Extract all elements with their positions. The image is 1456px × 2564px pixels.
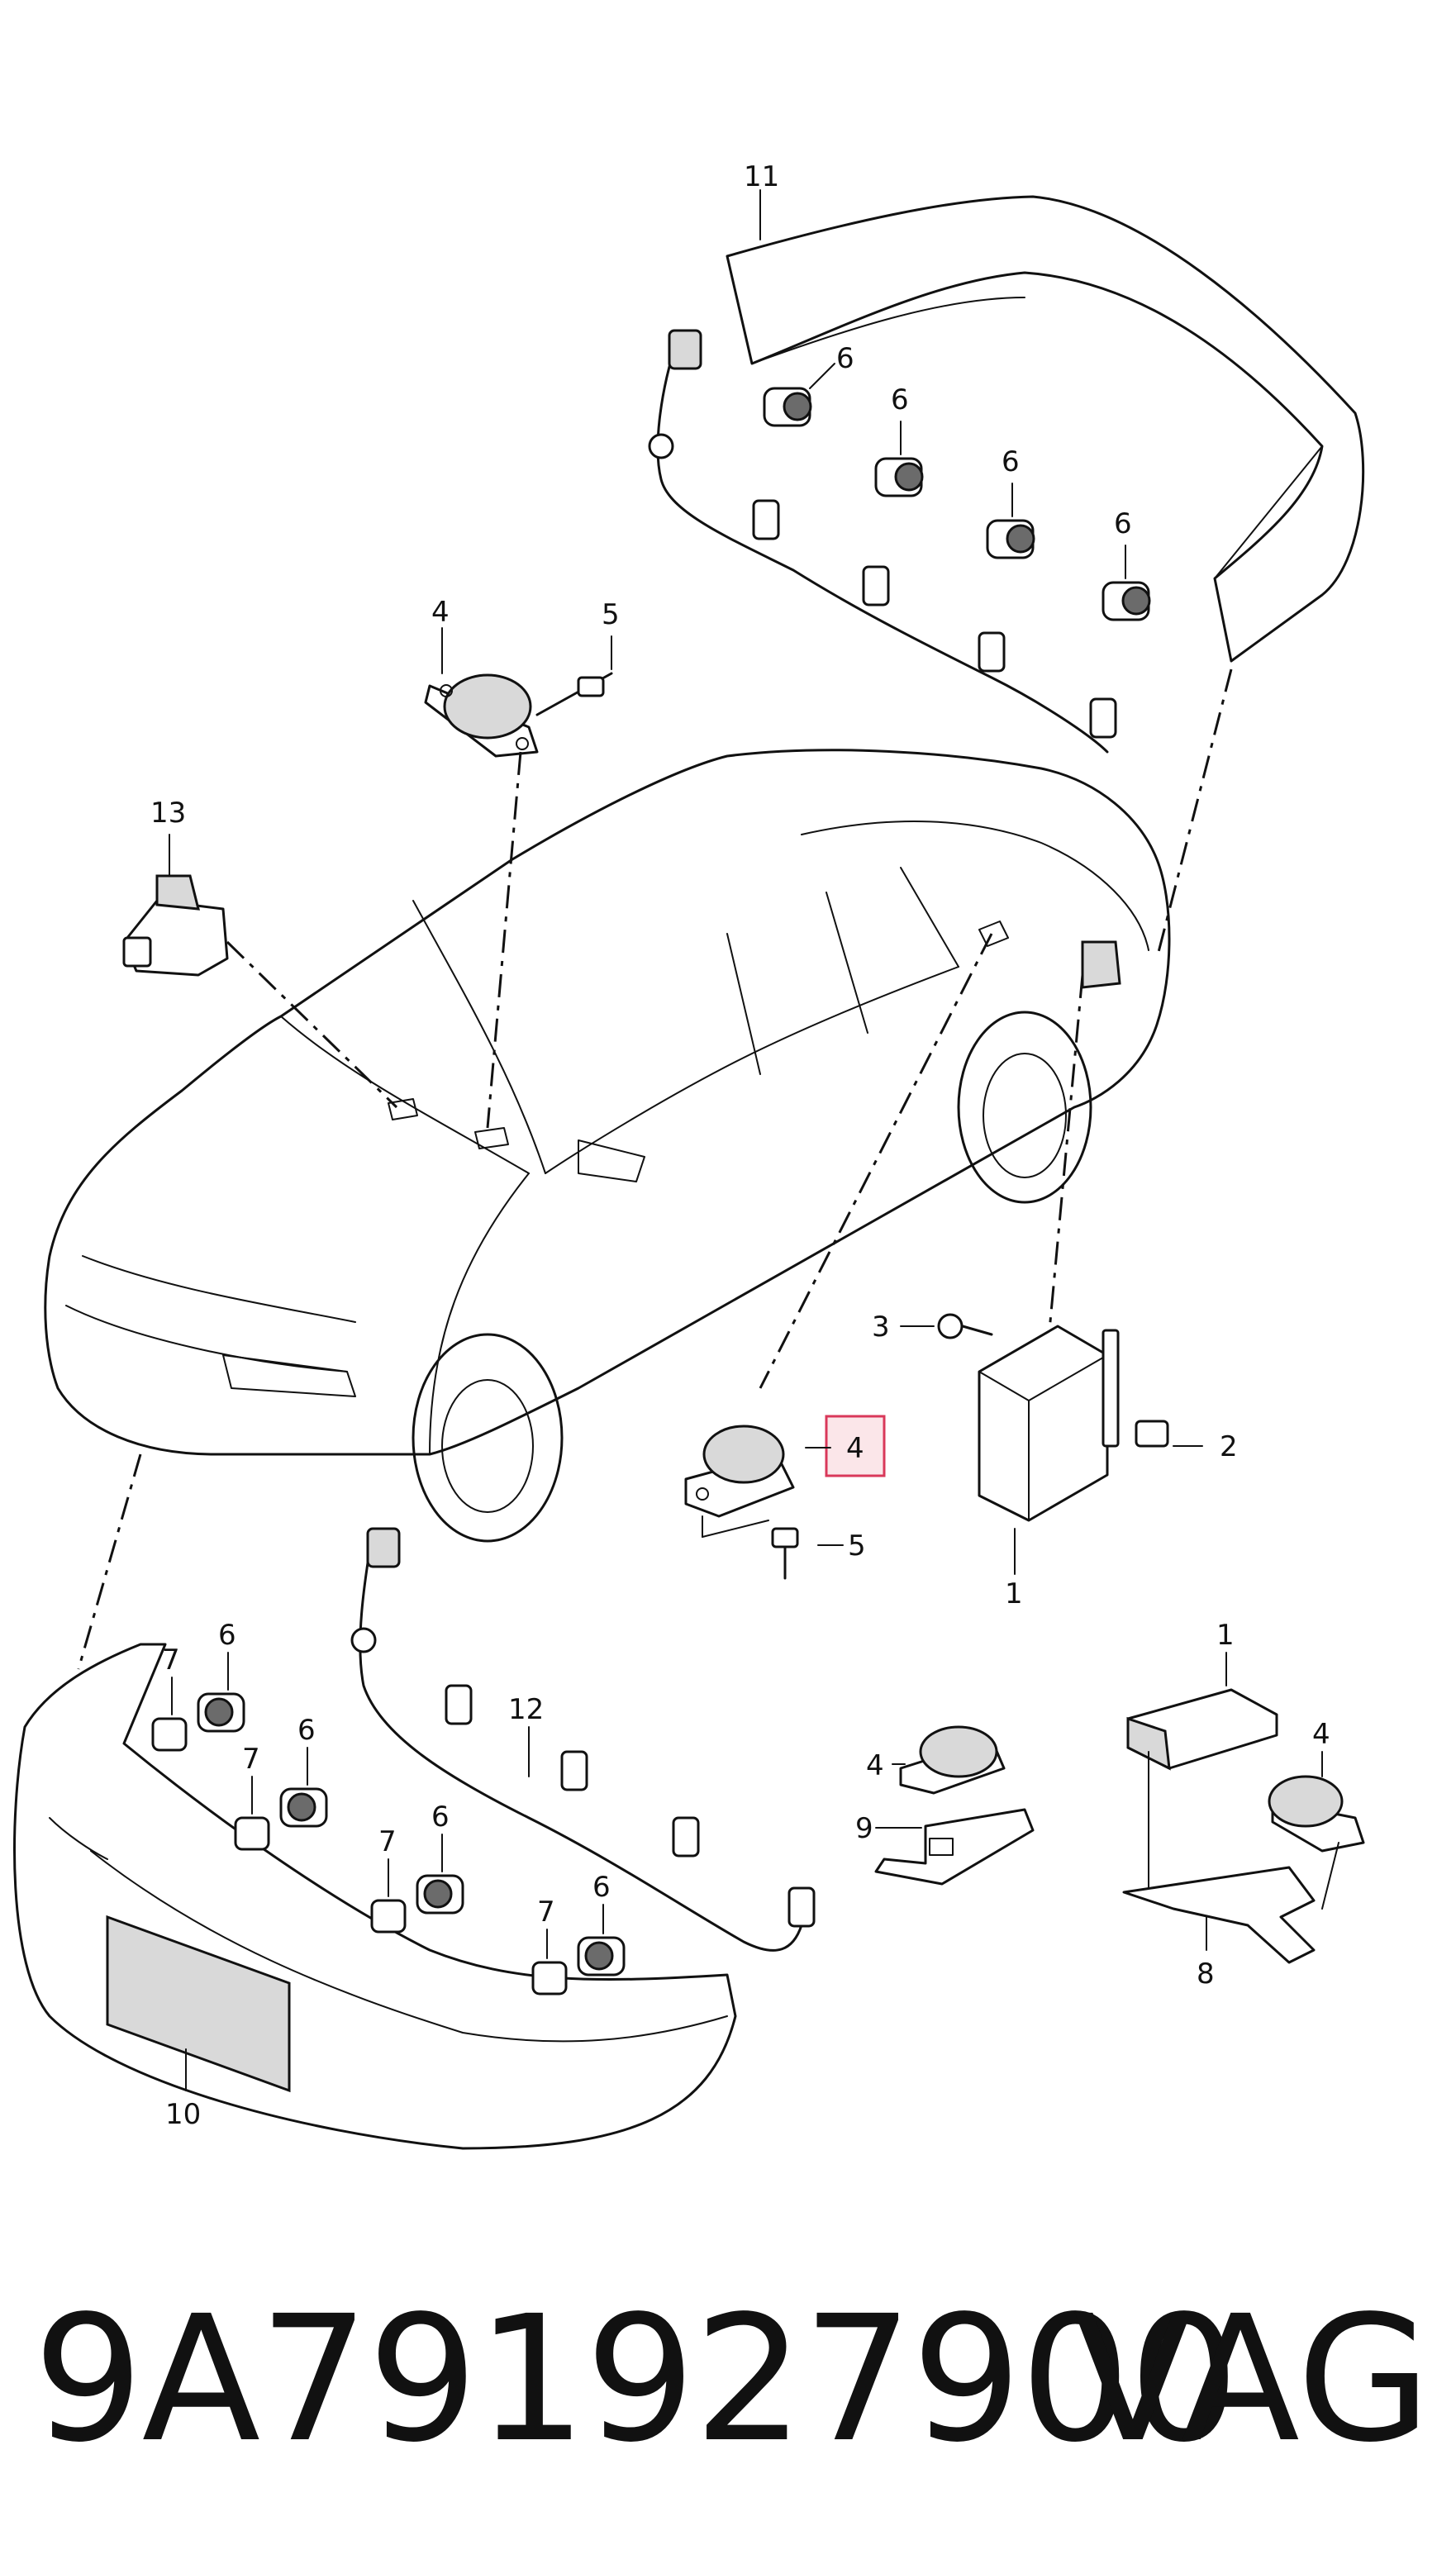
- callout-4-mid: 4: [846, 1432, 864, 1465]
- connector-2[interactable]: [1135, 1420, 1169, 1448]
- front-clip-d[interactable]: [531, 1961, 568, 1996]
- bolt-top[interactable]: [535, 672, 613, 716]
- rear-bumper[interactable]: [726, 195, 1365, 663]
- rear-sensor-c[interactable]: [986, 519, 1035, 559]
- callout-4-top: 4: [431, 596, 450, 629]
- part-number: 9A791927900: [33, 2278, 1240, 2481]
- callout-9: 9: [855, 1812, 873, 1845]
- bolt-mid[interactable]: [771, 1527, 799, 1580]
- callout-4-bracket9: 4: [866, 1749, 884, 1782]
- footer: 9A791927900 VAG: [0, 2264, 1456, 2512]
- callout-5-mid: 5: [848, 1529, 866, 1563]
- rear-sensor-b[interactable]: [874, 457, 924, 497]
- rear-wiring-harness[interactable]: [648, 329, 1117, 754]
- buzzer-top[interactable]: [424, 673, 539, 758]
- front-sensor-a[interactable]: [197, 1692, 245, 1733]
- buzzer-bracket-9[interactable]: [899, 1725, 1006, 1795]
- control-unit-1[interactable]: [978, 1325, 1120, 1522]
- callout-3: 3: [872, 1311, 890, 1344]
- front-sensor-b[interactable]: [279, 1787, 328, 1828]
- callout-10: 10: [165, 2098, 201, 2131]
- callout-1-unit: 1: [1005, 1577, 1023, 1610]
- front-wiring-harness[interactable]: [350, 1527, 816, 1952]
- screw-3[interactable]: [937, 1313, 993, 1339]
- callout-1-right: 1: [1216, 1619, 1235, 1652]
- control-module-13[interactable]: [122, 874, 229, 977]
- front-bumper[interactable]: [13, 1643, 737, 2150]
- callout-6-rear-b: 6: [891, 383, 909, 416]
- callout-12: 12: [508, 1693, 544, 1726]
- parts-diagram: 11 6 6 6 6 4: [13, 160, 1365, 2150]
- callout-6-rear-d: 6: [1114, 507, 1132, 540]
- callout-6-rear-a: 6: [836, 342, 854, 375]
- callout-11: 11: [744, 160, 779, 193]
- front-sensor-c[interactable]: [416, 1874, 464, 1915]
- control-unit-1-right[interactable]: [1126, 1688, 1278, 1771]
- front-clip-b[interactable]: [234, 1816, 270, 1851]
- rear-sensor-d[interactable]: [1102, 581, 1151, 621]
- callout-6-front-a: 6: [218, 1619, 236, 1652]
- callout-6-rear-c: 6: [1002, 445, 1020, 478]
- buzzer-right[interactable]: [1268, 1775, 1365, 1853]
- car-body: [44, 749, 1171, 1543]
- front-clip-a[interactable]: [151, 1717, 188, 1752]
- buzzer-mid[interactable]: [684, 1425, 795, 1518]
- highlight-box: [825, 1415, 886, 1477]
- callout-2: 2: [1220, 1430, 1238, 1463]
- callout-6-front-d: 6: [592, 1871, 611, 1904]
- callout-7-front-d: 7: [537, 1896, 555, 1929]
- bracket-9[interactable]: [874, 1808, 1035, 1886]
- brand-name: VAG: [1073, 2278, 1431, 2481]
- callout-13: 13: [150, 797, 186, 830]
- callout-7-front-a: 7: [162, 1644, 180, 1677]
- callout-6-front-b: 6: [297, 1714, 316, 1747]
- callout-8: 8: [1197, 1957, 1215, 1991]
- bracket-8[interactable]: [1122, 1866, 1316, 1964]
- front-clip-c[interactable]: [370, 1899, 407, 1934]
- callout-5-top: 5: [602, 598, 620, 631]
- front-sensor-d[interactable]: [577, 1936, 626, 1977]
- callout-6-front-c: 6: [431, 1801, 450, 1834]
- callout-7-front-b: 7: [242, 1743, 260, 1776]
- callout-4-right: 4: [1312, 1718, 1330, 1751]
- callout-7-front-c: 7: [378, 1825, 397, 1858]
- rear-sensor-a[interactable]: [763, 387, 812, 427]
